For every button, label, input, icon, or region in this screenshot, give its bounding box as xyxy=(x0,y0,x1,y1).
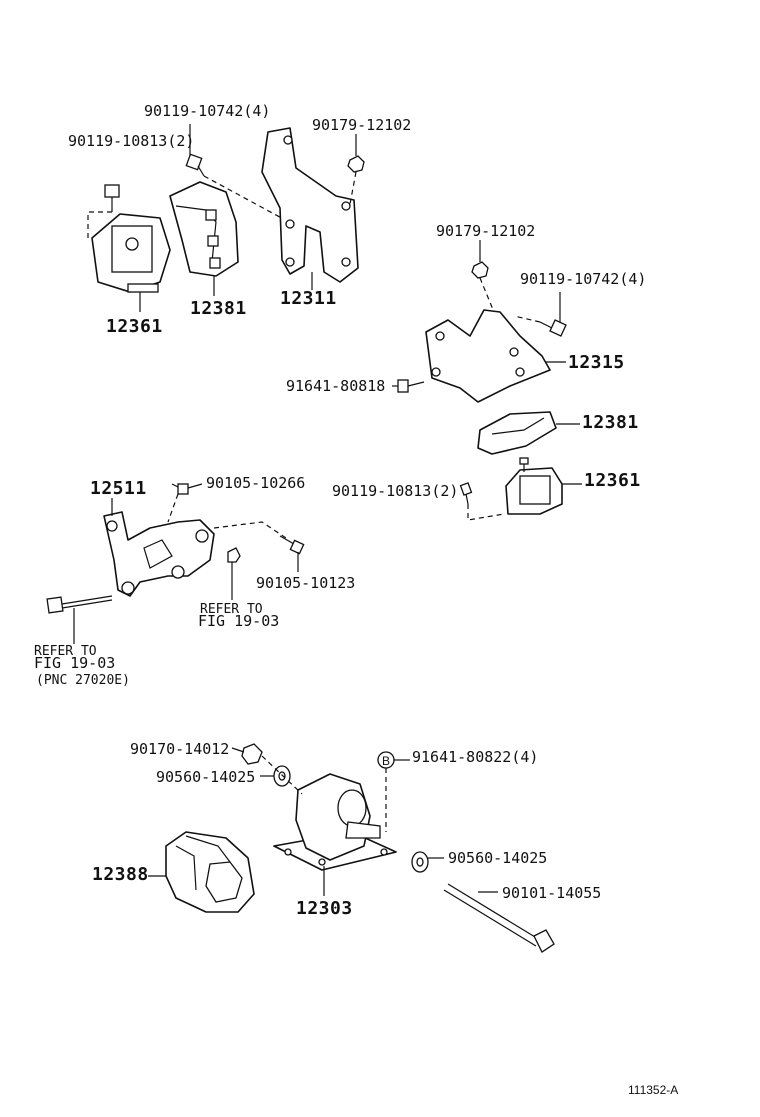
bolt-90105-10123 xyxy=(279,535,305,555)
engine-mount-12361-right xyxy=(505,457,563,515)
nut-90179-12102-right xyxy=(471,261,489,279)
label-12303: 12303 xyxy=(296,898,353,919)
bolt-90101-14055 xyxy=(443,883,555,953)
label-refer-to-mid: REFER TO xyxy=(200,602,263,617)
label-fig-19-03-mid: FIG 19-03 xyxy=(198,612,279,630)
bracket-12511 xyxy=(103,511,215,597)
long-bolt-left xyxy=(46,595,113,614)
label-90119-10742-right: 90119-10742(4) xyxy=(520,270,646,288)
washer-90560-14025-right xyxy=(411,851,429,873)
bolt-90119-10813-right xyxy=(459,482,473,505)
label-91641-80818: 91641-80818 xyxy=(286,377,385,395)
nut-90170-14012 xyxy=(241,743,263,765)
label-12361-right: 12361 xyxy=(584,470,641,491)
nut-90179-12102-top xyxy=(347,155,365,173)
label-fig-19-03-left: FIG 19-03 xyxy=(34,654,115,672)
label-90101-14055: 90101-14055 xyxy=(502,884,601,902)
label-12361-left: 12361 xyxy=(106,316,163,337)
circle-b-letter: B xyxy=(382,754,390,768)
label-refer-to-left: REFER TO xyxy=(34,644,97,659)
label-12311: 12311 xyxy=(280,288,337,309)
label-90105-10123: 90105-10123 xyxy=(256,574,355,592)
bolt-90119-10813-left xyxy=(104,184,120,212)
engine-mount-12361-left xyxy=(91,213,171,293)
label-12388: 12388 xyxy=(92,864,149,885)
label-12381-left: 12381 xyxy=(190,298,247,319)
label-12381-right: 12381 xyxy=(582,412,639,433)
bolt-90119-10742-right xyxy=(539,319,567,337)
label-90179-12102-top: 90179-12102 xyxy=(312,116,411,134)
mount-12303 xyxy=(273,773,397,871)
label-90119-10813-left: 90119-10813(2) xyxy=(68,132,194,150)
bolt-91641-80818 xyxy=(397,379,425,393)
label-90560-14025-left: 90560-14025 xyxy=(156,768,255,786)
bracket-12311 xyxy=(261,127,359,283)
label-12315: 12315 xyxy=(568,352,625,373)
nut-ref-fig-19-03 xyxy=(227,547,241,563)
bolt-90119-10742-top xyxy=(185,153,205,177)
diagram-reference-id: 111352-A xyxy=(628,1083,678,1097)
label-12511: 12511 xyxy=(90,478,147,499)
label-90560-14025-right: 90560-14025 xyxy=(448,849,547,867)
cushion-12388 xyxy=(165,831,255,913)
bracket-12315 xyxy=(425,309,551,403)
cushion-12381-right xyxy=(477,411,557,455)
label-90119-10742-top: 90119-10742(4) xyxy=(144,102,270,120)
label-90179-12102-right: 90179-12102 xyxy=(436,222,535,240)
label-90105-10266: 90105-10266 xyxy=(206,474,305,492)
label-91641-80822: 91641-80822(4) xyxy=(412,748,538,766)
label-90119-10813-right: 90119-10813(2) xyxy=(332,482,458,500)
label-90170-14012: 90170-14012 xyxy=(130,740,229,758)
bolt-90105-10266 xyxy=(171,483,189,495)
cushion-12381-left xyxy=(169,181,239,277)
label-pnc-27020e: (PNC 27020E) xyxy=(36,673,130,688)
